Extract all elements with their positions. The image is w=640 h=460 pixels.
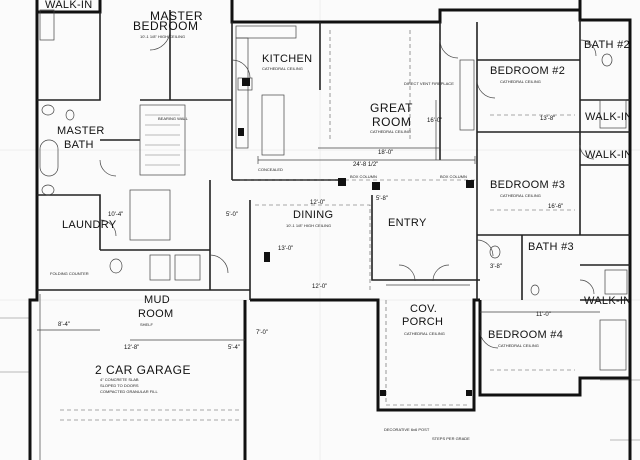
room-label-kitchen: KITCHEN — [262, 53, 313, 65]
room-label-master-bath-line1: MASTER — [57, 125, 105, 137]
dim-12-0b: 12'-0" — [312, 284, 328, 290]
dimension-lines — [37, 100, 600, 460]
room-label-dining: DINING — [293, 209, 334, 221]
dim-13-8: 13'-8" — [540, 116, 556, 122]
beam-lines — [60, 30, 575, 421]
room-label-bath-3: BATH #3 — [528, 241, 574, 253]
room-label-cov-porch-line2: PORCH — [402, 316, 444, 328]
note-folding-counter: FOLDING COUNTER — [50, 271, 89, 276]
room-label-cov-porch-line1: COV. — [410, 303, 438, 315]
dim-span: 24'-8 1/2" — [353, 162, 379, 168]
note-direct-vent: DIRECT VENT FIREPLACE — [404, 81, 454, 86]
note-master-ceiling: 10'-1 1/8" HIGH CEILING — [140, 34, 186, 39]
room-label-bedroom-4: BEDROOM #4 — [488, 329, 564, 341]
dim-5-0: 5'-0" — [226, 212, 238, 218]
note-decorative-post: DECORATIVE 6x6 POST — [384, 427, 430, 432]
note-bedroom2-ceiling: CATHEDRAL CEILING — [500, 79, 541, 84]
note-box-column-2: BOX COLUMN — [440, 174, 467, 179]
dim-5-8: 5'-8" — [376, 196, 388, 202]
note-garage-3: COMPACTED GRANULAR FILL — [100, 389, 158, 394]
dim-3-8: 3'-8" — [490, 264, 502, 270]
room-label-bath-2: BATH #2 — [584, 39, 630, 51]
room-label-entry: ENTRY — [388, 217, 427, 229]
dim-11-0: 11'-0" — [536, 312, 551, 318]
note-bedroom4-ceiling: CATHEDRAL CEILING — [498, 343, 539, 348]
room-label-walk-in-top: WALK-IN — [45, 0, 93, 11]
room-label-master-bedroom-line1: MASTER — [150, 9, 204, 23]
note-mud-room: SHELF — [140, 322, 153, 327]
note-bearing-wall: BEARING WALL — [158, 116, 188, 121]
dim-great-height: 16'-0" — [427, 118, 443, 124]
door-swings — [99, 29, 597, 349]
dim-12-8: 12'-8" — [124, 345, 140, 351]
fixtures — [39, 9, 628, 371]
room-label-garage: 2 CAR GARAGE — [95, 363, 192, 377]
room-label-mud-room-line2: ROOM — [138, 308, 174, 320]
room-label-master-bath-line2: BATH — [64, 139, 94, 151]
note-kitchen-ceiling: CATHEDRAL CEILING — [262, 66, 303, 71]
dim-13-0: 13'-0" — [278, 246, 294, 252]
columns — [238, 78, 474, 396]
room-label-bedroom-2: BEDROOM #2 — [490, 65, 566, 77]
exterior-walls — [28, 0, 632, 460]
room-label-great-room-line2: ROOM — [372, 115, 412, 129]
note-bedroom3-ceiling: CATHEDRAL CEILING — [500, 193, 541, 198]
dim-7-0: 7'-0" — [256, 330, 268, 336]
room-label-laundry: LAUNDRY — [62, 219, 117, 231]
room-label-walk-in-right-1: WALK-IN — [585, 111, 633, 123]
note-garage-1: 4" CONCRETE SLAB — [100, 377, 139, 382]
dim-great-width: 18'-0" — [378, 150, 394, 156]
room-label-master-bedroom-line2: BEDROOM — [133, 19, 199, 33]
room-label-great-room-line1: GREAT — [370, 101, 413, 115]
dim-5-4: 5'-4" — [228, 345, 240, 351]
note-garage-2: SLOPED TO DOORS — [100, 383, 139, 388]
room-label-walk-in-right-3: WALK-IN — [584, 295, 632, 307]
room-label-bedroom-3: BEDROOM #3 — [490, 179, 566, 191]
note-steps: STEPS PER GRADE — [432, 436, 470, 441]
dim-16-6: 16'-6" — [548, 204, 564, 210]
note-porch-ceiling: CATHEDRAL CEILING — [404, 331, 445, 336]
room-label-walk-in-right-2: WALK-IN — [585, 149, 633, 161]
note-concealed-beam: CONCEALED — [258, 167, 283, 172]
room-label-mud-room-line1: MUD — [144, 294, 170, 306]
dim-10-4: 10'-4" — [108, 212, 124, 218]
interior-walls — [37, 10, 630, 301]
dim-8-4: 8'-4" — [58, 322, 70, 328]
note-box-column-1: BOX COLUMN — [350, 174, 377, 179]
dim-12-0: 12'-0" — [310, 200, 326, 206]
note-great-room-ceiling: CATHEDRAL CEILING — [370, 129, 411, 134]
note-dining-ceiling: 10'-1 1/8" HIGH CEILING — [286, 223, 332, 228]
